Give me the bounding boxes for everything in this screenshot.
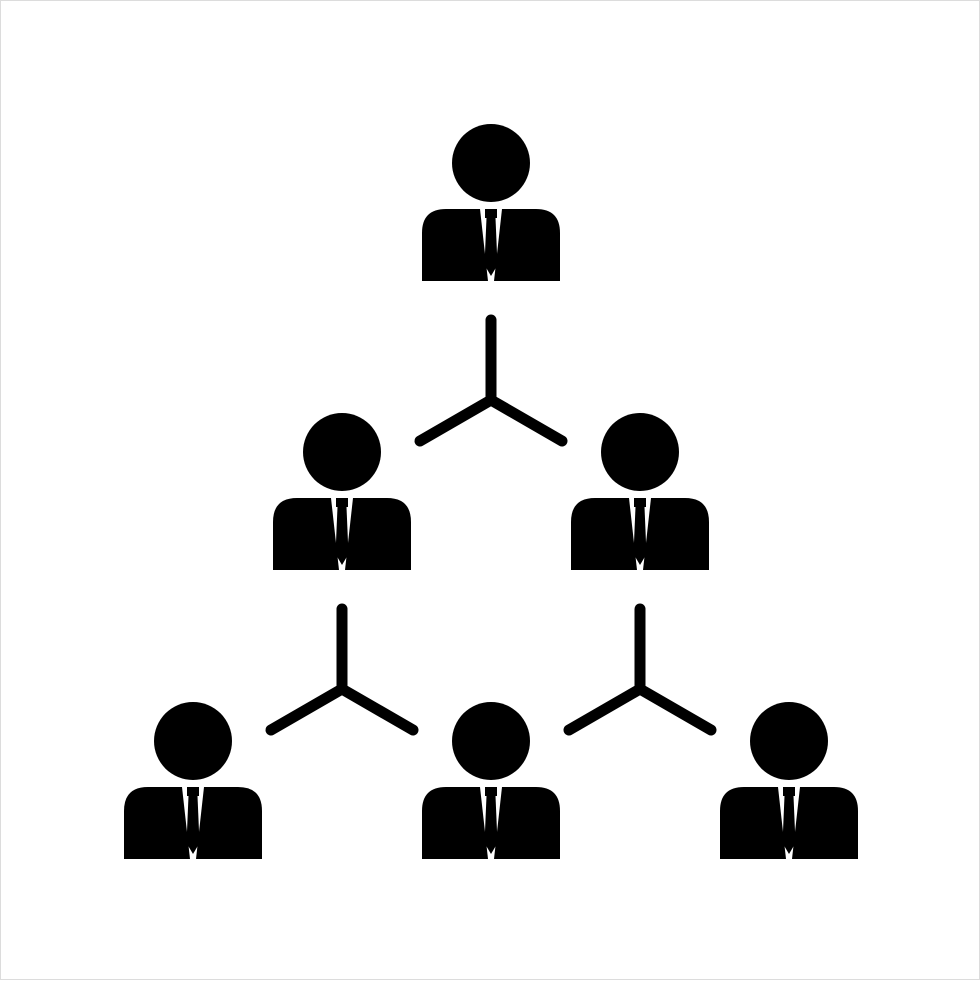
person-icon-middle-right	[571, 413, 709, 570]
branch-connector-icon-top	[420, 320, 562, 441]
person-icon-middle-left	[273, 413, 411, 570]
branch-connector-icon-left	[271, 609, 413, 730]
branch-connector-icon-right	[569, 609, 711, 730]
person-icon-bottom-right	[720, 702, 858, 859]
person-icon-bottom-left	[124, 702, 262, 859]
person-icon-top	[422, 124, 560, 281]
person-icon-bottom-center	[422, 702, 560, 859]
